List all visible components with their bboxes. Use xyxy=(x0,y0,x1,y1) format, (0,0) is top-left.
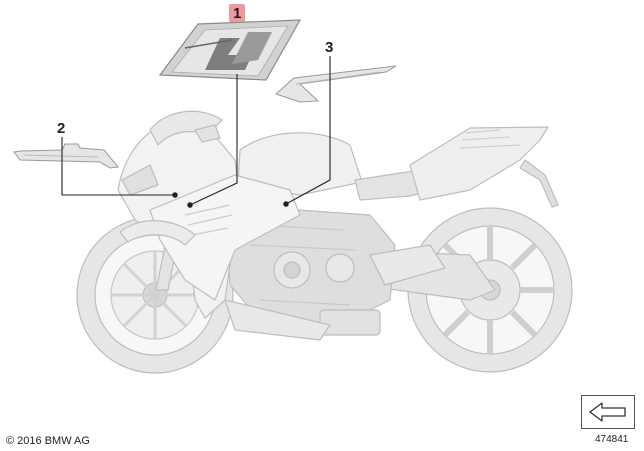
license-bracket xyxy=(519,159,559,208)
callout-3-line xyxy=(285,56,331,205)
side-fairing xyxy=(149,174,301,301)
callout-1-dot xyxy=(187,202,193,208)
left-arrow-icon xyxy=(589,402,626,422)
front-fender xyxy=(119,220,196,246)
callout-3-dot xyxy=(283,201,289,207)
windscreen xyxy=(149,110,223,146)
headlight xyxy=(121,164,159,196)
diagram-id: 474841 xyxy=(595,434,629,445)
mirror xyxy=(194,124,221,143)
back-arrow-button[interactable] xyxy=(581,395,635,429)
copyright-text: © 2016 BMW AG xyxy=(6,435,90,447)
exhaust xyxy=(369,244,446,286)
part-3-decal[interactable] xyxy=(275,65,397,103)
belly-pan xyxy=(224,299,331,341)
callout-3-label[interactable]: 3 xyxy=(325,39,334,56)
callout-2-label[interactable]: 2 xyxy=(57,120,66,137)
motorcycle-illustration xyxy=(76,110,573,374)
engine xyxy=(224,204,396,336)
callout-1-line xyxy=(189,74,238,206)
part-1-decal[interactable] xyxy=(158,19,302,81)
part-2-decal[interactable] xyxy=(13,143,119,169)
callout-2-line xyxy=(61,137,175,196)
callout-1-label[interactable]: 1 xyxy=(229,4,246,22)
fairing-vents xyxy=(184,204,233,236)
tail-stripes xyxy=(459,129,521,149)
callout-2-dot xyxy=(172,192,178,198)
callout-lines xyxy=(61,56,331,208)
